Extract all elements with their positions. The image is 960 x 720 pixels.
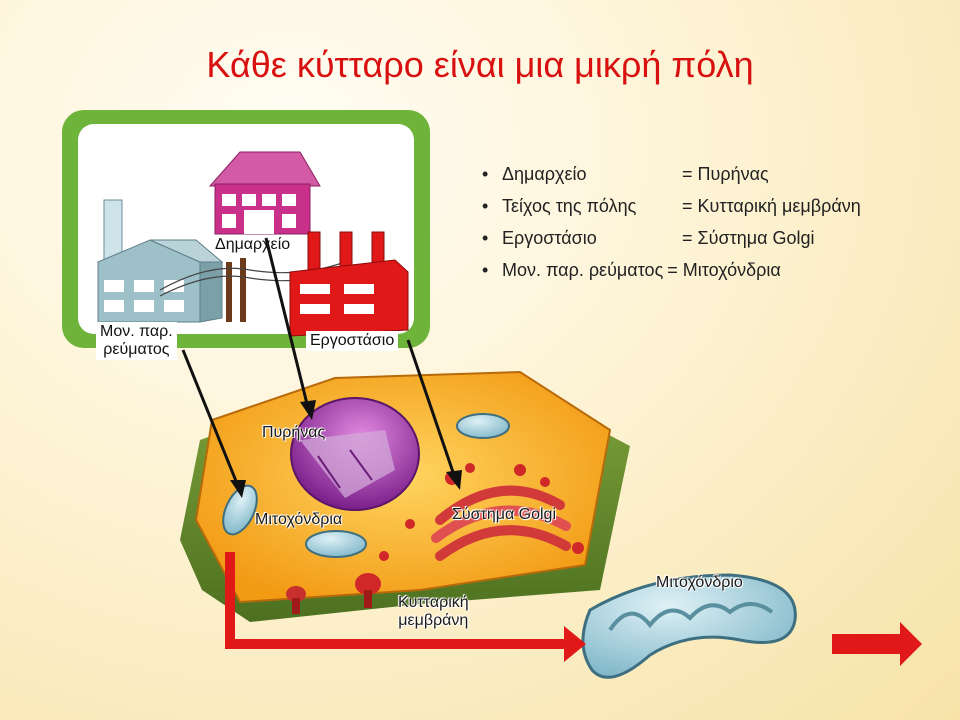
analogy-item: • Μον. παρ. ρεύματος= Μιτοχόνδρια [478, 254, 861, 286]
large-mitochondrion [581, 573, 797, 679]
red-arrows [225, 552, 922, 666]
mitochondrion-label: Μιτοχόνδριο [656, 574, 743, 591]
bullet: • [482, 164, 489, 184]
bullet: • [482, 228, 489, 248]
analogy-term: Τείχος της πόλης [502, 196, 637, 216]
analogy-item: • Δημαρχείο = Πυρήνας [478, 158, 861, 190]
membrane-bumps [286, 573, 381, 614]
analogy-term: Μον. παρ. ρεύματος [502, 260, 664, 280]
analogy-term: Εργοστάσιο [502, 228, 597, 248]
power-plant-label-line1: Μον. παρ. [100, 323, 173, 340]
membrane-label-line1: Κυτταρική [398, 594, 469, 611]
power-plant-label: Μον. παρ. ρεύματος [96, 322, 177, 360]
factory [289, 231, 409, 337]
power-plant-label-line2: ρεύματος [103, 341, 170, 358]
town-hall-label: Δημαρχείο [215, 236, 291, 253]
membrane-label: Κυτταρική μεμβράνη [398, 594, 469, 630]
nucleus [290, 397, 420, 511]
bullet: • [482, 260, 489, 280]
pointer-arrows [181, 237, 462, 498]
analogy-item: • Τείχος της πόλης = Κυτταρική μεμβράνη [478, 190, 861, 222]
membrane-label-line2: μεμβράνη [398, 612, 469, 629]
analogy-list: • Δημαρχείο = Πυρήνας • Τείχος της πόλης = Κ… [478, 158, 861, 286]
factory-label: Εργοστάσιο [306, 331, 399, 351]
nucleus-label: Πυρήνας [262, 424, 326, 441]
analogy-item: • Εργοστάσιο = Σύστημα Golgi [478, 222, 861, 254]
analogy-equals: = Κυτταρική μεμβράνη [682, 196, 861, 216]
page-title: Κάθε κύτταρο είναι μια μικρή πόλη [206, 44, 754, 85]
cell-mitochondria [222, 413, 510, 558]
analogy-equals: = Μιτοχόνδρια [667, 260, 781, 280]
mitochondria-label: Μιτοχόνδρια [255, 511, 343, 528]
analogy-term: Δημαρχείο [502, 164, 587, 184]
golgi-label: Σύστημα Golgi [452, 506, 556, 523]
power-plant [97, 199, 224, 323]
bullet: • [482, 196, 489, 216]
analogy-equals: = Πυρήνας [682, 164, 769, 184]
town-hall [208, 151, 321, 235]
analogy-equals: = Σύστημα Golgi [682, 228, 815, 248]
